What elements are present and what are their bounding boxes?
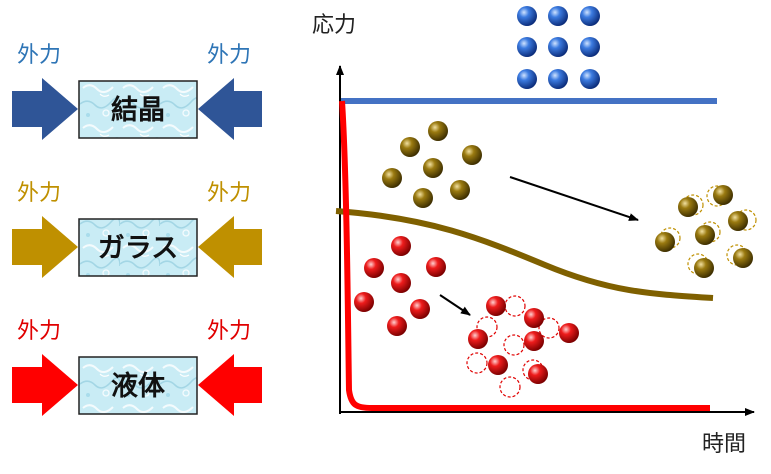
liquid-original-position [499, 376, 521, 398]
force-arrow-left-icon [198, 354, 262, 416]
liquid-particle [524, 331, 544, 351]
glass-particle [655, 232, 675, 252]
glass-particle [450, 180, 470, 200]
crystal-particle [580, 6, 600, 26]
glass-curve [335, 208, 714, 301]
force-label-right: 外力 [207, 319, 251, 344]
liquid-particle [391, 273, 411, 293]
glass-transition-arrow [509, 176, 639, 221]
crystal-particle [517, 69, 537, 89]
glass-particles-before [382, 121, 482, 208]
row-crystal: 外力 外力 結晶 [12, 43, 262, 140]
liquid-particles-before [354, 236, 446, 336]
glass-particle [462, 145, 482, 165]
crystal-particle [548, 37, 568, 57]
glass-particle [382, 168, 402, 188]
glass-particles-after [655, 185, 757, 278]
liquid-transition-arrow [439, 294, 471, 316]
crystal-particle [580, 37, 600, 57]
glass-particle [413, 188, 433, 208]
glass-particle [713, 185, 733, 205]
force-arrow-right-icon [12, 78, 78, 140]
liquid-particle [364, 258, 384, 278]
material-box [78, 80, 198, 139]
glass-particle [733, 248, 753, 268]
liquid-particle [426, 257, 446, 277]
force-arrow-left-icon [198, 216, 262, 278]
crystal-particles [517, 6, 600, 89]
y-axis-label: 応力 [312, 13, 356, 38]
crystal-particle [517, 37, 537, 57]
liquid-original-position [466, 352, 488, 374]
row-glass: 外力 外力 ガラス [12, 181, 262, 278]
material-box [78, 356, 198, 415]
liquid-particles-after [466, 295, 579, 398]
liquid-particle [468, 329, 488, 349]
crystal-particle [580, 69, 600, 89]
liquid-original-position [538, 317, 560, 339]
liquid-particle [391, 236, 411, 256]
glass-particle [678, 197, 698, 217]
box-label: 液体 [111, 371, 166, 402]
liquid-particle [488, 355, 508, 375]
liquid-original-position [504, 295, 526, 317]
liquid-original-position [503, 334, 525, 356]
crystal-particle [548, 69, 568, 89]
glass-particle [694, 258, 714, 278]
force-arrow-left-icon [198, 78, 262, 140]
liquid-particle [559, 323, 579, 343]
glass-particle [423, 158, 443, 178]
box-label: ガラス [98, 233, 178, 264]
glass-particle [428, 121, 448, 141]
crystal-particle [548, 6, 568, 26]
force-arrow-right-icon [12, 216, 78, 278]
glass-particle [400, 137, 420, 157]
x-axis-label: 時間 [702, 432, 746, 457]
force-label-left: 外力 [17, 43, 61, 68]
force-label-left: 外力 [17, 319, 61, 344]
force-label-right: 外力 [207, 43, 251, 68]
liquid-particle [524, 308, 544, 328]
glass-particle [728, 211, 748, 231]
force-label-left: 外力 [17, 181, 61, 206]
row-liquid: 外力 外力 液体 [12, 319, 262, 416]
material-box [78, 218, 198, 277]
glass-particle [695, 225, 715, 245]
liquid-particle [410, 299, 430, 319]
liquid-particle [387, 316, 407, 336]
liquid-particle [354, 292, 374, 312]
box-label: 結晶 [111, 94, 165, 126]
liquid-particle [528, 364, 548, 384]
force-arrow-right-icon [12, 354, 78, 416]
liquid-curve [339, 100, 710, 411]
liquid-particle [486, 296, 506, 316]
force-label-right: 外力 [207, 181, 251, 206]
crystal-particle [517, 6, 537, 26]
